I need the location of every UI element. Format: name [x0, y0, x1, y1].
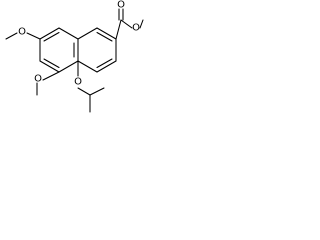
ester-carbonyl-oxygen-label: O — [117, 0, 125, 11]
bond-ome-top-1 — [26, 32, 41, 40]
bond-b1 — [77, 27, 98, 40]
bond-a4 — [58, 60, 79, 73]
bond-ester-oc — [120, 19, 133, 29]
bond-a5 — [39, 60, 60, 73]
bond-a1 — [39, 27, 60, 40]
bond-b2 — [96, 27, 117, 40]
bond-a-inner-3 — [43, 58, 60, 69]
bond-ester-c — [115, 19, 122, 40]
methoxy-bottom-oxygen-label: O — [34, 74, 42, 85]
bond-b-inner-1 — [96, 31, 113, 42]
isopropoxy-oxygen-label: O — [74, 77, 82, 88]
bond-a2 — [58, 27, 79, 40]
bond-b4 — [96, 60, 117, 73]
molecule-structure: O O O O O — [5, 0, 144, 113]
methoxy-top-oxygen-label: O — [18, 27, 26, 38]
ester-ether-oxygen-label: O — [132, 23, 140, 34]
bond-oipr-2 — [77, 87, 91, 96]
bond-a-inner-1 — [43, 31, 60, 42]
bond-b-inner-2 — [96, 58, 113, 69]
bond-b5 — [77, 60, 98, 73]
bond-ester-me — [139, 19, 144, 29]
bond-oipr-4 — [89, 87, 105, 96]
structure-diagram: O O O O O — [0, 0, 144, 116]
bond-ome-top-2 — [5, 32, 18, 40]
bond-ome-bottom-1 — [42, 71, 60, 81]
